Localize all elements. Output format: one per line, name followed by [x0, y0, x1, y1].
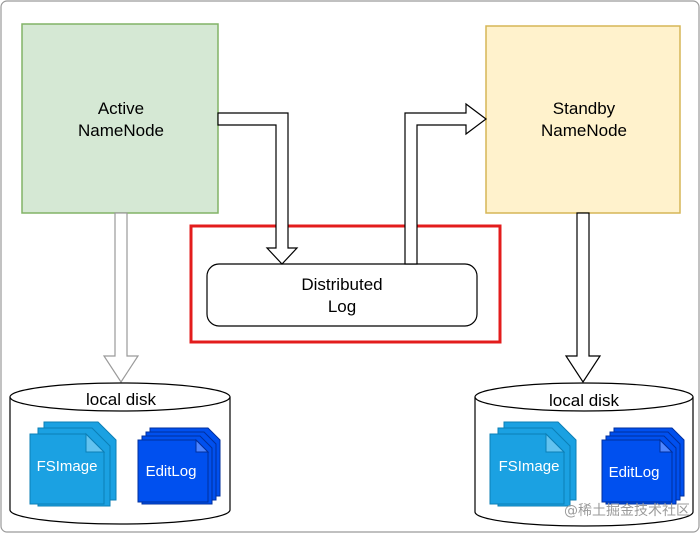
distributed-log-line1: Distributed: [301, 275, 382, 294]
distributed-log-line2: Log: [328, 297, 356, 316]
highlight-box: [189, 224, 502, 344]
active-namenode-line1: Active: [98, 99, 144, 118]
local-disk-right: local disk FSImage EditLog: [474, 382, 694, 527]
local-disk-left: local disk FSImage EditLog: [9, 382, 231, 525]
fsimage-right: FSImage: [489, 421, 577, 507]
active-namenode: Active NameNode: [21, 23, 219, 214]
editlog-left: EditLog: [137, 427, 221, 505]
watermark-text: @稀土掘金技术社区: [564, 503, 690, 519]
standby-namenode-line1: Standby: [553, 99, 616, 118]
editlog-right-label: EditLog: [609, 464, 660, 481]
active-namenode-line2: NameNode: [78, 121, 164, 140]
standby-namenode: Standby NameNode: [485, 25, 681, 214]
arrow-log-to-standby: [404, 102, 487, 265]
standby-namenode-line2: NameNode: [541, 121, 627, 140]
fsimage-left-label: FSImage: [37, 458, 98, 475]
arrow-active-to-disk: [102, 212, 140, 384]
distributed-log: Distributed Log: [206, 263, 478, 327]
arrow-standby-to-disk: [564, 212, 602, 384]
local-disk-right-label: local disk: [549, 391, 619, 410]
editlog-right: EditLog: [601, 427, 685, 505]
editlog-left-label: EditLog: [146, 463, 197, 480]
arrow-active-to-log: [217, 112, 299, 265]
fsimage-right-label: FSImage: [499, 458, 560, 475]
local-disk-left-label: local disk: [86, 390, 156, 409]
fsimage-left: FSImage: [29, 421, 117, 507]
